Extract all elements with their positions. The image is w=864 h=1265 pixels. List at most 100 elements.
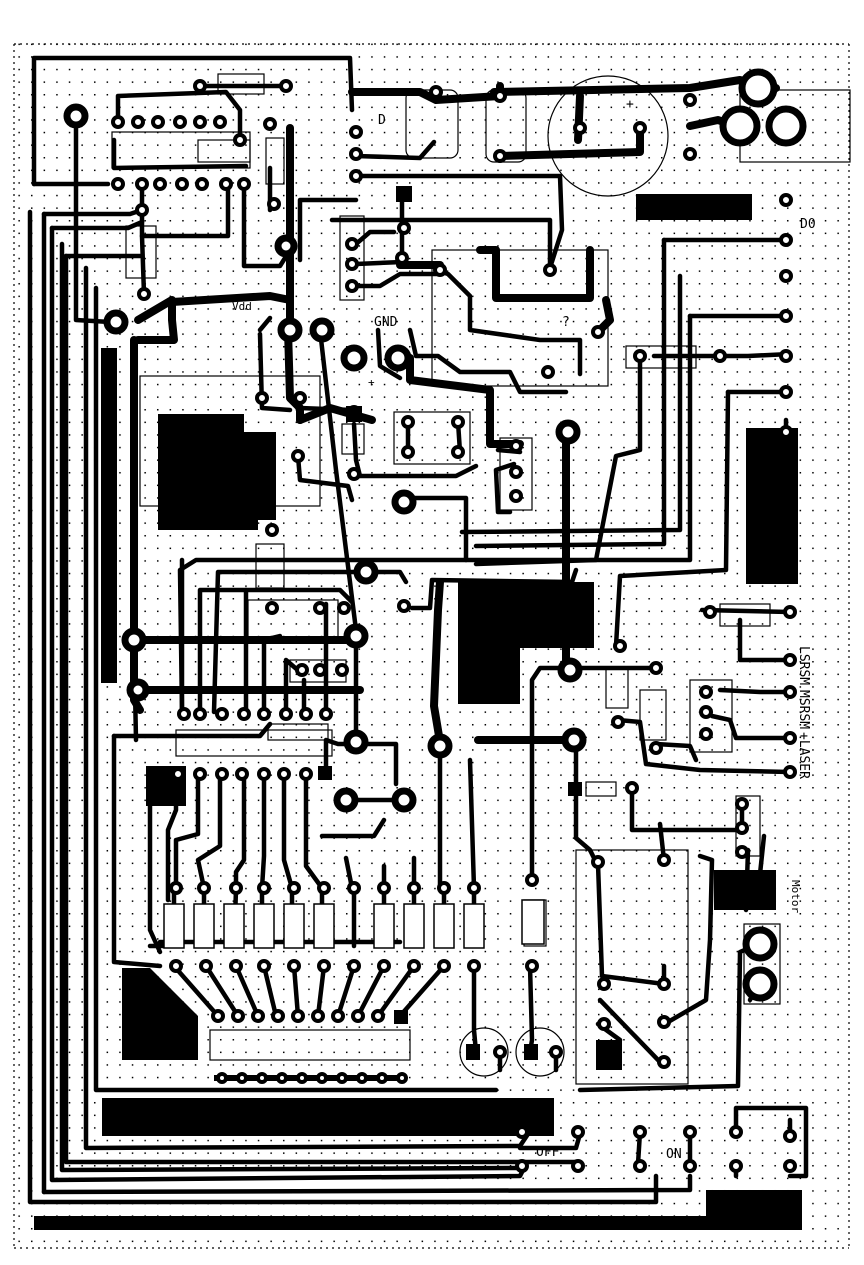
header-pin: [396, 1072, 408, 1084]
pad: [783, 605, 797, 619]
pad: [509, 465, 523, 479]
pad: [335, 663, 349, 677]
pad: [729, 1159, 743, 1173]
pad: [169, 959, 183, 973]
pad: [131, 115, 145, 129]
pad: [337, 601, 351, 615]
big-capacitor-outline: [547, 75, 669, 197]
pad: [657, 1015, 671, 1029]
pad: [265, 523, 279, 537]
pad: [237, 707, 251, 721]
copper-fills: [34, 194, 802, 1230]
pad: [515, 1125, 529, 1139]
pad: [199, 959, 213, 973]
pad: [699, 705, 713, 719]
pad: [265, 601, 279, 615]
pad: [493, 1045, 507, 1059]
pad: [213, 115, 227, 129]
pad: [401, 415, 415, 429]
signal-traces: [27, 55, 809, 1205]
pad: [699, 727, 713, 741]
left-edge-strip: [101, 348, 117, 683]
pad: [683, 1125, 697, 1139]
pad: [397, 599, 411, 613]
header-pin: [236, 1072, 248, 1084]
pad: [347, 959, 361, 973]
pad: [173, 115, 187, 129]
pads: [111, 79, 797, 1173]
pad: [549, 1045, 563, 1059]
pad: [779, 385, 793, 399]
pad: [571, 1159, 585, 1173]
pad: [347, 881, 361, 895]
pad: [317, 959, 331, 973]
bottom-ground-rail: [34, 1216, 802, 1230]
pad: [291, 1009, 305, 1023]
pad: [657, 1055, 671, 1069]
pad: [407, 881, 421, 895]
pad: [193, 707, 207, 721]
pad: [215, 707, 229, 721]
pad: [467, 959, 481, 973]
pad: [683, 1159, 697, 1173]
pad: [331, 1009, 345, 1023]
pad: [251, 1009, 265, 1023]
pad: [135, 177, 149, 191]
pad: [377, 959, 391, 973]
pad: [233, 133, 247, 147]
pad: [313, 601, 327, 615]
pad: [257, 767, 271, 781]
pad: [299, 707, 313, 721]
pad: [135, 203, 149, 217]
pad: [193, 79, 207, 93]
pad: [193, 767, 207, 781]
pad: [633, 1125, 647, 1139]
pad: [215, 767, 229, 781]
pad: [783, 731, 797, 745]
label-plus-cap: +: [626, 97, 634, 112]
pad: [175, 177, 189, 191]
pad: [195, 177, 209, 191]
pad: [783, 685, 797, 699]
pad: [779, 309, 793, 323]
pad: [229, 959, 243, 973]
pad: [317, 881, 331, 895]
pad: [169, 881, 183, 895]
pad: [291, 449, 305, 463]
pad: [543, 263, 557, 277]
ic-heatsink: [458, 582, 594, 704]
pad: [193, 115, 207, 129]
pad: [735, 845, 749, 859]
pad: [377, 881, 391, 895]
pad: [229, 881, 243, 895]
pad: [313, 663, 327, 677]
pad: [735, 797, 749, 811]
header-pin: [256, 1072, 268, 1084]
pad: [779, 269, 793, 283]
header-pin: [316, 1072, 328, 1084]
pad: [349, 147, 363, 161]
bottom-right-pad: [706, 1190, 802, 1226]
pad: [177, 707, 191, 721]
pad: [451, 445, 465, 459]
pad: [573, 121, 587, 135]
pad: [591, 325, 605, 339]
pad: [611, 715, 625, 729]
pad: [699, 685, 713, 699]
pad: [515, 1159, 529, 1173]
pad: [211, 1009, 225, 1023]
label-vdd: Vdd: [232, 300, 252, 313]
pad: [267, 197, 281, 211]
pad: [713, 349, 727, 363]
pad: [657, 853, 671, 867]
pad: [649, 741, 663, 755]
pad: [349, 125, 363, 139]
pad: [299, 767, 313, 781]
pad: [171, 767, 185, 781]
pad: [351, 1009, 365, 1023]
pad: [111, 177, 125, 191]
pad: [345, 257, 359, 271]
regulator-tab: [158, 414, 276, 530]
resistor-bank: [163, 899, 545, 949]
